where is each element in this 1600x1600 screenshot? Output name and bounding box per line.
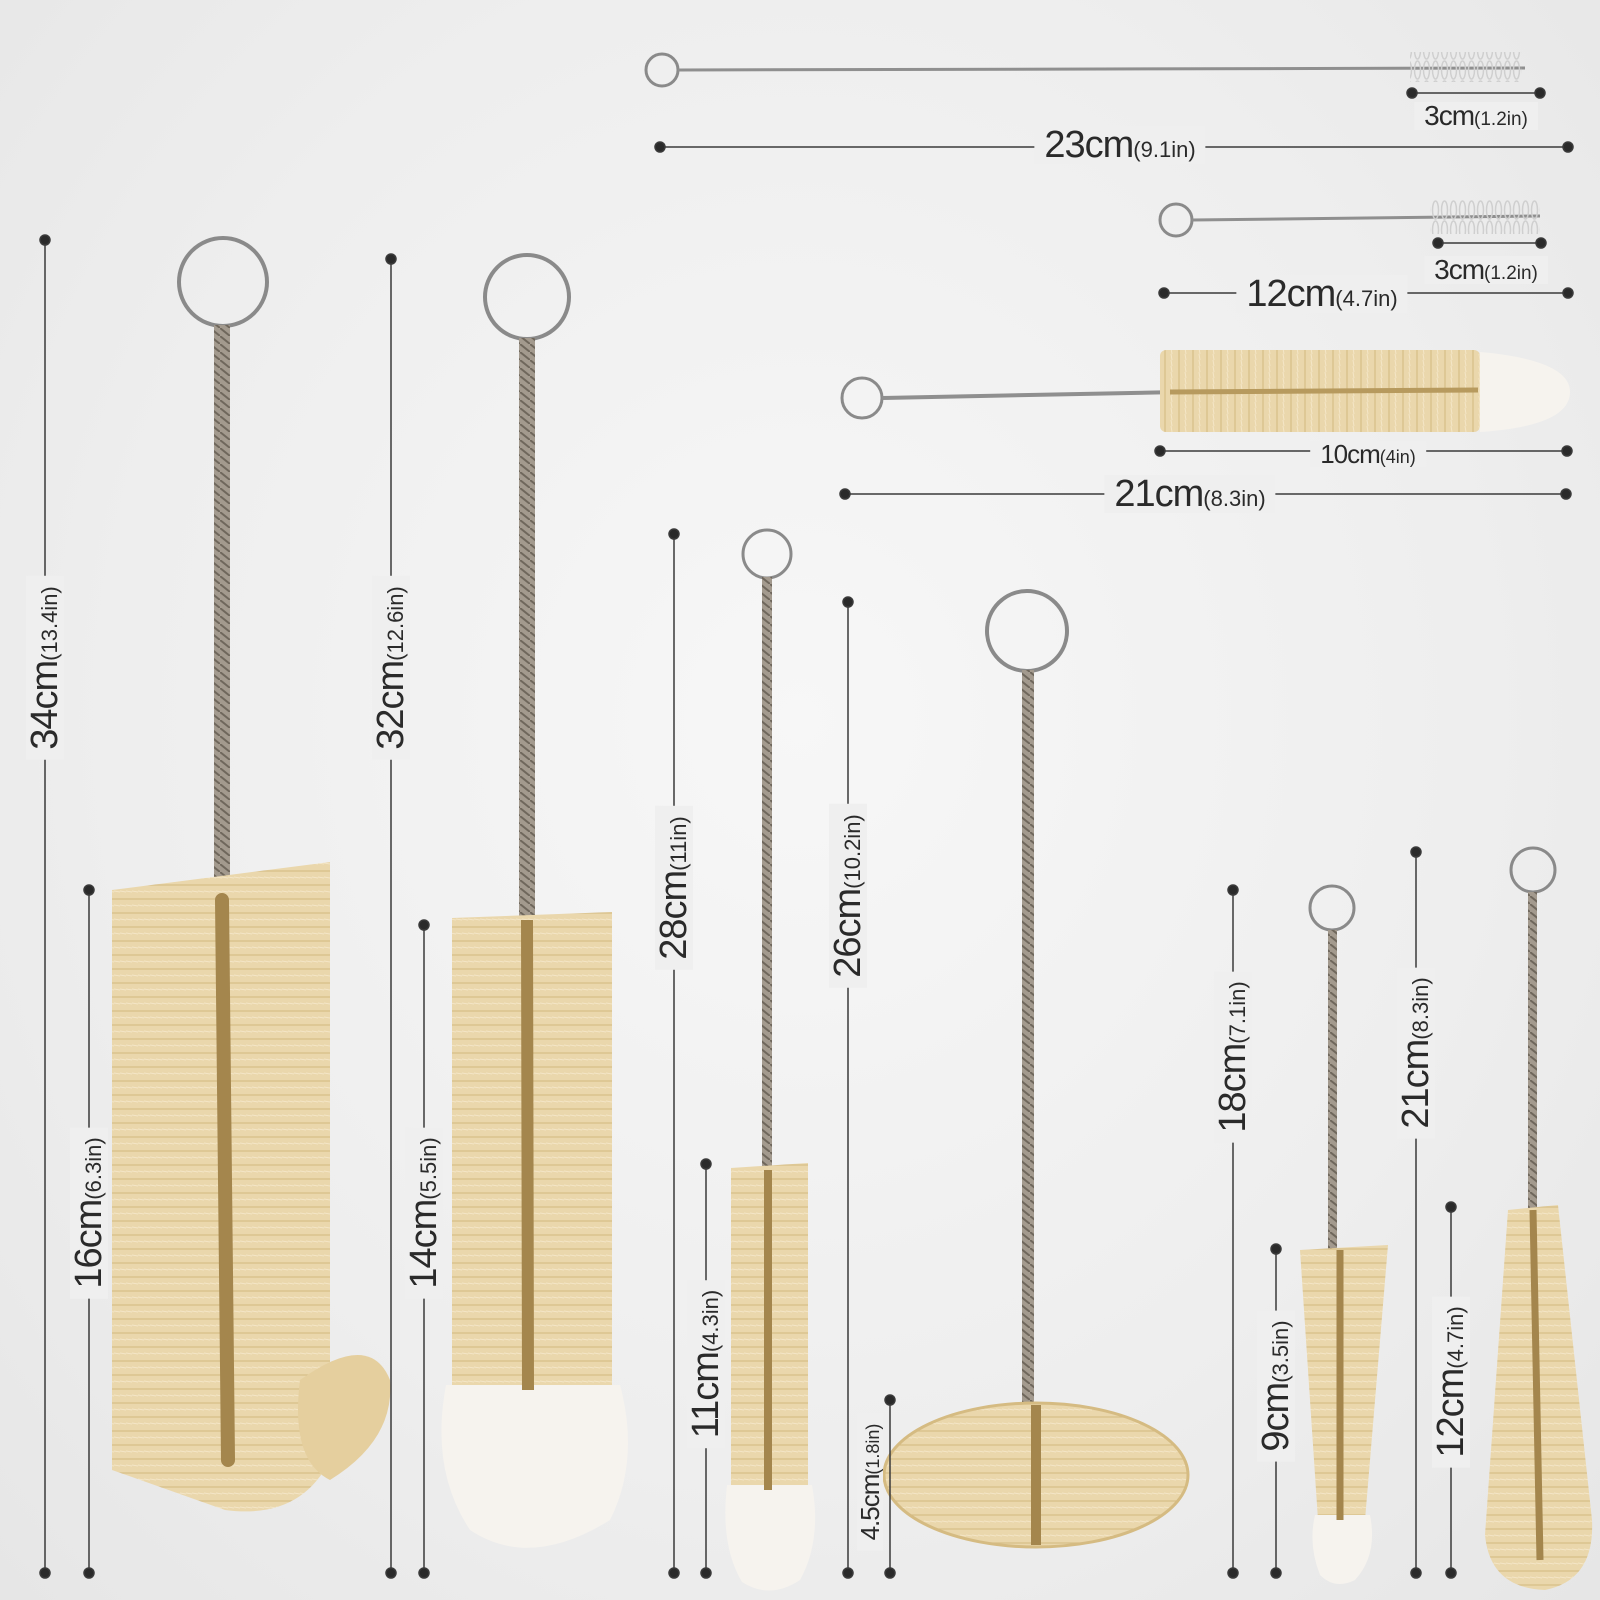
length-label-12cm-vertical: 12cm(4.7in) — [1430, 1296, 1472, 1468]
length-label-10cm: 10cm(4in) — [1310, 441, 1426, 467]
round-flat-brush-26cm — [882, 589, 1190, 1549]
slim-bottle-brush-28cm — [725, 528, 816, 1591]
tapered-brush-21cm — [1485, 846, 1593, 1590]
horizontal-bristle-brush-21cm — [840, 350, 1570, 432]
length-label-3cm-second: 3cm(1.2in) — [1424, 256, 1548, 284]
length-label-26cm: 26cm(10.2in) — [827, 804, 869, 988]
length-label-32cm: 32cm(12.6in) — [370, 576, 412, 760]
pipe-cleaner-brush-12cm — [1158, 200, 1541, 238]
length-label-21cm-vertical: 21cm(8.3in) — [1395, 967, 1437, 1139]
length-label-9cm: 9cm(3.5in) — [1255, 1310, 1297, 1462]
length-label-34cm: 34cm(13.4in) — [24, 576, 66, 760]
length-label-4-5cm: 4.5cm(1.8in) — [855, 1413, 885, 1551]
length-label-11cm: 11cm(4.3in) — [685, 1279, 727, 1449]
bottle-brush-32cm — [441, 253, 628, 1548]
length-label-3cm-top: 3cm(1.2in) — [1414, 102, 1538, 130]
pipe-cleaner-brush-23cm — [644, 52, 1526, 88]
small-tapered-brush-18cm — [1300, 884, 1388, 1584]
length-label-18cm: 18cm(7.1in) — [1212, 971, 1254, 1143]
length-label-12cm: 12cm(4.7in) — [1236, 275, 1408, 313]
length-label-28cm: 28cm(11in) — [653, 806, 695, 970]
length-label-14cm: 14cm(5.5in) — [403, 1127, 445, 1299]
length-label-23cm: 23cm(9.1in) — [1034, 126, 1206, 164]
length-label-21cm-horizontal: 21cm(8.3in) — [1104, 475, 1276, 513]
large-bottle-brush-34cm — [112, 236, 391, 1512]
length-label-16cm: 16cm(6.3in) — [68, 1127, 110, 1299]
